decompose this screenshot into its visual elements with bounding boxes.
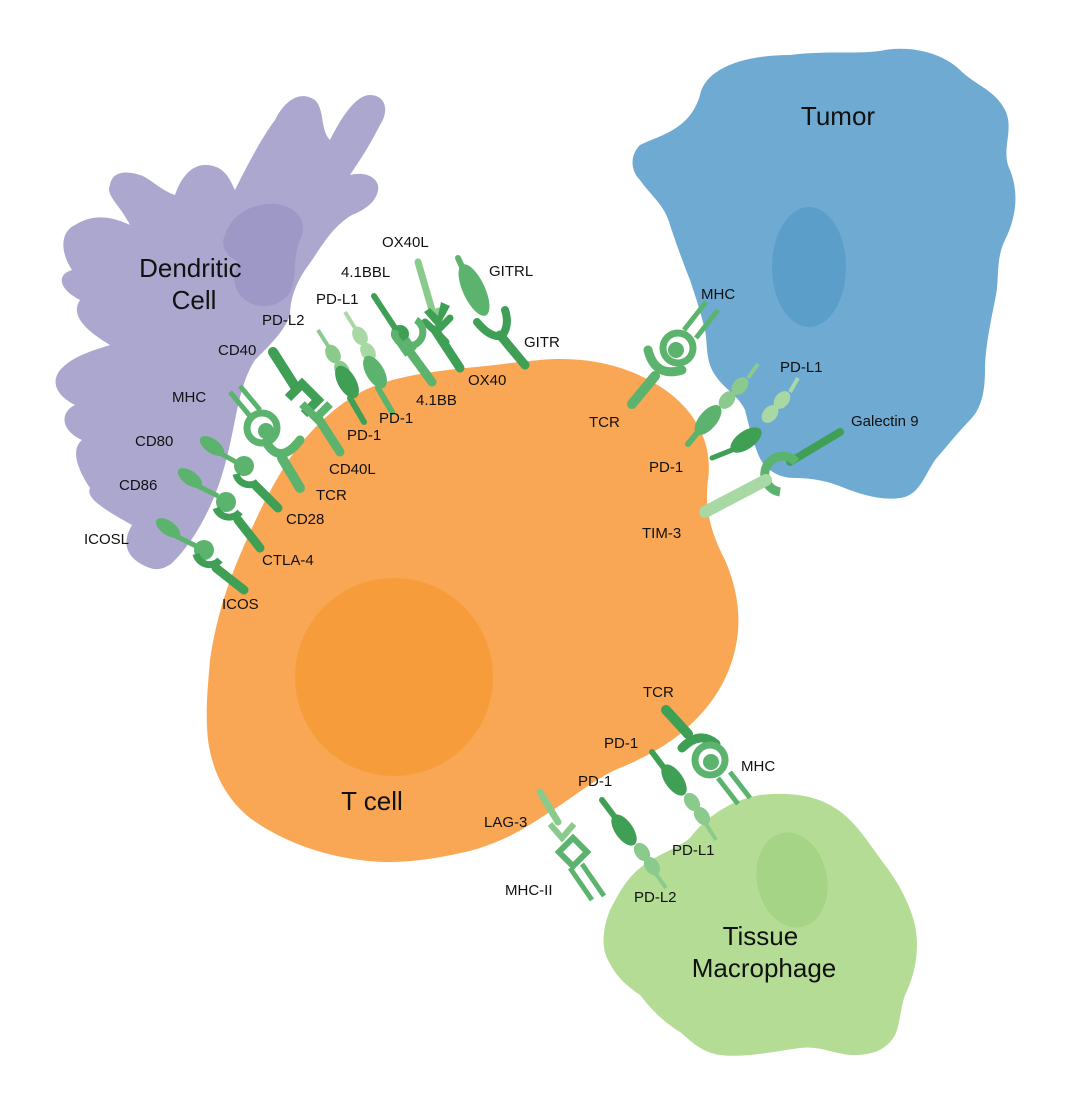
ctla-4-receptor: [212, 506, 265, 553]
cd40-receptor: [268, 347, 325, 418]
label-cd28: CD28: [286, 511, 324, 528]
mhc-ii-receptor: [554, 833, 607, 902]
pd-1-mac-receptor-a: [649, 749, 687, 796]
pd-1-tumor-receptor-b: [709, 427, 762, 461]
pd-1-mac-receptor-b: [599, 797, 637, 846]
macrophage-label: Tissue Macrophage: [692, 921, 837, 983]
pd-l1-dc-receptor: [343, 310, 376, 362]
dendritic-label-line-1: Dendritic: [139, 253, 242, 283]
t-cell: T cell: [206, 359, 739, 863]
macrophage-label-line-1: Tissue: [723, 921, 799, 951]
cd86-receptor: [177, 468, 236, 512]
label-cd40l: CD40L: [329, 461, 376, 478]
tumor-cell-label: Tumor: [801, 101, 875, 131]
label-lag-3: LAG-3: [484, 814, 527, 831]
label-ox40l: OX40L: [382, 234, 429, 251]
t-cell-nucleus: [295, 578, 493, 776]
icos-receptor: [192, 552, 249, 595]
label-4-1bb: 4.1BB: [416, 392, 457, 409]
pd-l1-tumor-receptor-b: [761, 377, 800, 423]
label-gitr: GITR: [524, 334, 560, 351]
t-cell-body: [206, 359, 739, 863]
tumor-labels: MHC PD-L1 TCR Galectin 9 PD-1 TIM-3: [589, 286, 919, 542]
gitr-receptor: [473, 306, 530, 370]
cd28-receptor: [232, 472, 283, 513]
tcr-tumor-receptor: [627, 345, 687, 409]
4-1bb-receptor: [391, 316, 437, 387]
label-ox40: OX40: [468, 372, 506, 389]
label-icos: ICOS: [222, 596, 259, 613]
pd-l2-mac-receptor: [633, 842, 668, 890]
label-cd86: CD86: [119, 477, 157, 494]
label-cd40: CD40: [218, 342, 256, 359]
label-pd-1-mac-a: PD-1: [604, 735, 638, 752]
label-tcr-tumor: TCR: [589, 414, 620, 431]
cd40l-receptor: [299, 401, 345, 457]
tumor-cell-nucleus: [772, 207, 846, 327]
label-pd-l2-mac: PD-L2: [634, 889, 677, 906]
label-4-1bbl: 4.1BBL: [341, 264, 390, 281]
label-mhc-ii: MHC-II: [505, 882, 553, 899]
tumor-tcell-receptors: [627, 300, 844, 518]
label-galectin-9: Galectin 9: [851, 413, 919, 430]
tcr-dc-receptor: [261, 435, 305, 493]
dc-tcell-receptors: [155, 255, 530, 595]
label-pd-1-tumor: PD-1: [649, 459, 683, 476]
label-tim-3: TIM-3: [642, 525, 681, 542]
label-pd-l1-mac: PD-L1: [672, 842, 715, 859]
label-mhc-tumor: MHC: [701, 286, 735, 303]
macrophage-nucleus: [756, 832, 828, 928]
galectin-9-receptor: [760, 428, 844, 497]
dendritic-cell-nucleus: [223, 203, 304, 307]
pd-1-dc-receptor-b: [335, 365, 367, 425]
pd-1-tumor-receptor-a: [685, 405, 722, 447]
4-1bbl-receptor: [371, 293, 409, 343]
dendritic-cell: Dendritic Cell: [55, 95, 386, 570]
macrophage-labels: TCR PD-1 MHC PD-1 LAG-3 PD-L1 MHC-II PD-…: [484, 684, 775, 906]
label-cd80: CD80: [135, 433, 173, 450]
label-pd-1-dc-a: PD-1: [379, 410, 413, 427]
tim-3-receptor: [699, 474, 772, 518]
label-tcr-mac: TCR: [643, 684, 674, 701]
ox40-receptor: [421, 302, 465, 373]
lag-3-receptor: [536, 788, 577, 843]
label-gitrl: GITRL: [489, 263, 533, 280]
dendritic-cell-label: Dendritic Cell: [139, 253, 249, 315]
pd-l1-mac-receptor: [683, 792, 718, 842]
dendritic-label-line-2: Cell: [172, 285, 217, 315]
label-icosl: ICOSL: [84, 531, 129, 548]
dendritic-cell-body: [55, 95, 386, 570]
macrophage-tcell-receptors: [536, 705, 752, 902]
tissue-macrophage: Tissue Macrophage: [603, 793, 917, 1056]
label-pd-1-dc-b: PD-1: [347, 427, 381, 444]
label-pd-l1-dc: PD-L1: [316, 291, 359, 308]
pd-l1-tumor-receptor-a: [718, 362, 760, 409]
mhc-tumor-receptor: [659, 300, 720, 367]
mhc-mac-receptor: [691, 741, 752, 806]
label-ctla-4: CTLA-4: [262, 552, 314, 569]
dc-labels: OX40L GITRL 4.1BBL PD-L1 PD-L2 CD40 GITR…: [84, 234, 560, 613]
label-pd-l1-tumor: PD-L1: [780, 359, 823, 376]
gitrl-receptor: [455, 255, 490, 316]
tumor-cell: Tumor: [632, 48, 1016, 499]
label-pd-1-mac-b: PD-1: [578, 773, 612, 790]
label-mhc-dc: MHC: [172, 389, 206, 406]
pd-1-dc-receptor-a: [363, 355, 395, 415]
t-cell-label: T cell: [341, 786, 403, 816]
cd80-receptor: [199, 436, 254, 476]
label-tcr-dc: TCR: [316, 487, 347, 504]
macrophage-label-line-2: Macrophage: [692, 953, 837, 983]
macrophage-body: [603, 793, 917, 1056]
label-mhc-mac: MHC: [741, 758, 775, 775]
label-pd-l2-dc: PD-L2: [262, 312, 305, 329]
